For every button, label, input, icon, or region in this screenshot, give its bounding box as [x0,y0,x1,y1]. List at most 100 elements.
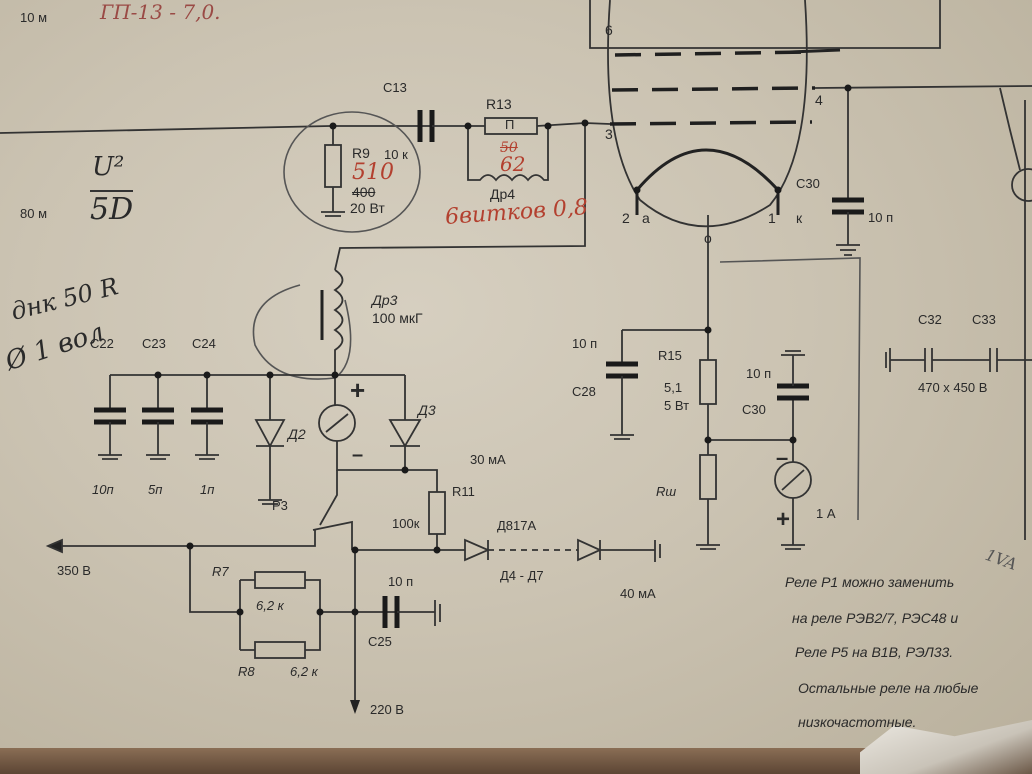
arrow-220 [350,700,360,714]
tube-grid-3 [609,120,813,126]
label-c25-val: 10 п [388,574,414,589]
label-r13-old: 50 [500,140,518,156]
label-r11-val: 100к [392,516,420,531]
label-c30-val: 10 п [746,366,772,381]
label-r9-10k: 10 к [384,147,408,162]
d7-diode [577,538,603,562]
d2-diode [254,375,286,505]
label-c25: С25 [368,634,392,649]
label-r11: R11 [452,484,475,499]
grid-lead [789,48,841,54]
label-c28-val: 10 п [572,336,598,351]
arrow-350 [45,538,63,554]
label-r7: R7 [212,564,229,579]
pin-a: а [642,210,650,226]
pin-3: 3 [605,126,613,142]
r7-left-wire [189,546,240,613]
formula-bottom: 5D [90,190,134,227]
label-r8-val: 6,2 к [290,664,318,679]
cap-grounds [98,422,219,460]
pin-2: 2 [622,210,630,226]
note-line-3: Реле Р5 на В1В, РЭЛ33. [795,644,954,660]
rsh-resistor [699,454,717,500]
c30-capacitor [777,383,809,401]
r7-resistor [254,571,306,589]
dr4-coil [467,126,549,182]
input-line [0,125,430,134]
label-1a-plus: + [776,506,791,533]
c30-top-cap [832,197,864,215]
label-r13-value: П [505,117,515,132]
label-r15-val: 5,1 [664,380,683,395]
zener-ground [600,540,661,562]
d817-zener [464,538,491,562]
label-p3: Р3 [272,498,288,513]
label-c32: С32 [918,312,942,327]
label-r9-new: 510 [352,160,394,185]
pin-1: 1 [768,210,776,226]
grid-feed-line [334,123,586,271]
label-c23-val: 5п [148,482,163,497]
label-220v: 220 В [370,702,404,717]
pin-6: 6 [605,22,613,38]
top-box [589,0,941,49]
c28-capacitor [606,361,638,379]
meter-needle [325,413,349,433]
label-meter-minus: – [352,444,364,466]
label-r15-power: 5 Вт [664,398,690,413]
tube-grid-6 [614,50,811,57]
label-c22-val: 10п [92,482,114,497]
label-dr3: Др3 [372,292,398,308]
label-80m: 80 м [20,206,48,221]
rsh-ground [696,499,720,550]
note-line-5: низкочастотные. [798,714,917,730]
label-c30-top: С30 [796,176,820,191]
note-line-1: Реле Р1 можно заменить [785,574,955,590]
c24-capacitor [191,407,223,425]
r11-top-wire [405,469,438,492]
minus-350-line [60,530,316,547]
p3-relay-contact [312,470,353,550]
d3-diode [388,375,422,470]
r9-circle-mark [283,111,421,233]
label-r9-power: 20 Вт [350,200,385,216]
label-c32-c33-val: 470 х 450 В [918,380,988,395]
r13-wires [468,122,611,127]
r15-c30-wire [707,400,794,441]
label-c33: С33 [972,312,996,327]
dr3-coil [333,269,344,375]
label-c28: С28 [572,384,596,399]
r7-r8-left [239,579,255,651]
cap-drops [109,375,208,408]
c32-c33-chain [890,348,1032,372]
label-c23: С23 [142,336,166,351]
label-c30: С30 [742,402,766,417]
label-c24: С24 [192,336,216,351]
label-r8: R8 [238,664,255,679]
c30-ground [781,350,805,386]
label-d4-d7: Д4 - Д7 [500,568,544,583]
label-r9-struck: 400 [352,184,376,200]
c32-ground [885,348,891,372]
r9-resistor [324,144,342,188]
dr3-pencil-circle [252,284,352,380]
label-r13-new: 62 [500,152,526,176]
label-d2: Д2 [288,426,306,442]
label-c13: С13 [383,80,407,95]
note-line-2: на реле РЭВ2/7, РЭС48 и [792,610,959,626]
label-meter-plus: + [350,375,366,405]
label-c24-val: 1п [200,482,215,497]
note-line-4: Остальные реле на любые [798,680,979,696]
formula-top: U² [92,152,125,182]
label-1a: 1 А [816,506,836,521]
r11-resistor [428,491,446,535]
label-rsh: Rш [656,484,677,499]
r9-ground [321,187,345,217]
meter-1a-ground [781,498,805,550]
label-d3: Д3 [418,402,436,418]
right-lead [999,87,1021,171]
label-c30-top-val: 10 п [868,210,894,225]
c28-ground [610,376,634,440]
tube-cathode [635,148,780,215]
